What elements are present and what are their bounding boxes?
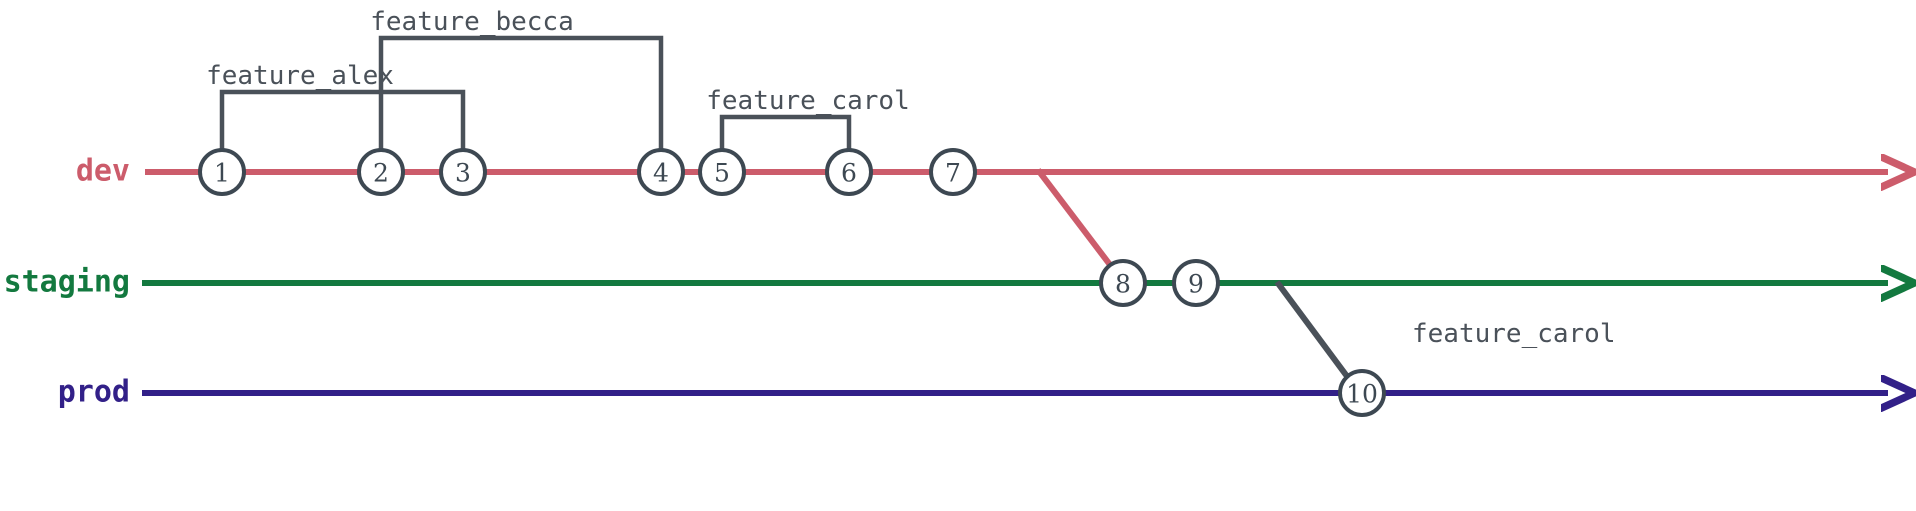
commit-node-4[interactable]: 4 xyxy=(637,148,685,196)
branch-labels: dev staging prod xyxy=(4,154,130,410)
commit-node-3[interactable]: 3 xyxy=(439,148,487,196)
merge-line-staging-to-prod xyxy=(1274,280,1355,385)
commit-circle-2[interactable] xyxy=(357,148,405,196)
merge-line-dev-to-staging xyxy=(1035,168,1120,276)
commit-circle-1[interactable] xyxy=(198,148,246,196)
commit-number-2: 2 xyxy=(373,159,389,188)
commit-circle-4[interactable] xyxy=(637,148,685,196)
commit-circle-3[interactable] xyxy=(439,148,487,196)
commit-number-3: 3 xyxy=(455,159,471,188)
commit-nodes: 1 2 3 4 5 6 7 8 9 10 xyxy=(198,148,1386,417)
feature-brackets: feature_alex feature_becca feature_carol xyxy=(206,7,910,172)
commit-number-9: 9 xyxy=(1188,270,1204,299)
commit-node-8[interactable]: 8 xyxy=(1099,259,1147,307)
feature-bracket-feature-alex xyxy=(219,89,466,172)
commit-node-10[interactable]: 10 xyxy=(1338,369,1386,417)
feature-label-feature-alex: feature_alex xyxy=(206,61,394,91)
commit-circle-8[interactable] xyxy=(1099,259,1147,307)
commit-number-4: 4 xyxy=(653,159,669,188)
commit-circle-9[interactable] xyxy=(1172,259,1220,307)
commit-number-5: 5 xyxy=(714,159,730,188)
branch-label-prod: prod xyxy=(58,375,130,410)
merge-lines: feature_carol xyxy=(1035,168,1616,385)
commit-number-10: 10 xyxy=(1346,380,1378,409)
commit-node-6[interactable]: 6 xyxy=(825,148,873,196)
commit-number-7: 7 xyxy=(945,159,961,188)
branch-label-dev: dev xyxy=(76,154,130,189)
commit-node-5[interactable]: 5 xyxy=(698,148,746,196)
commit-number-6: 6 xyxy=(841,159,857,188)
feature-bracket-feature-carol xyxy=(719,114,852,172)
merge-label-feature-carol: feature_carol xyxy=(1412,319,1616,349)
commit-node-9[interactable]: 9 xyxy=(1172,259,1220,307)
commit-node-1[interactable]: 1 xyxy=(198,148,246,196)
feature-bracket-feature-becca xyxy=(378,35,664,172)
commit-circle-10[interactable] xyxy=(1338,369,1386,417)
feature-label-feature-becca: feature_becca xyxy=(370,7,574,37)
commit-circle-5[interactable] xyxy=(698,148,746,196)
commit-number-1: 1 xyxy=(214,159,230,188)
branch-label-staging: staging xyxy=(4,265,130,300)
commit-number-8: 8 xyxy=(1115,270,1131,299)
commit-node-7[interactable]: 7 xyxy=(929,148,977,196)
feature-label-feature-carol: feature_carol xyxy=(706,86,910,116)
branch-lines xyxy=(142,172,1888,393)
commit-circle-7[interactable] xyxy=(929,148,977,196)
commit-node-2[interactable]: 2 xyxy=(357,148,405,196)
commit-circle-6[interactable] xyxy=(825,148,873,196)
